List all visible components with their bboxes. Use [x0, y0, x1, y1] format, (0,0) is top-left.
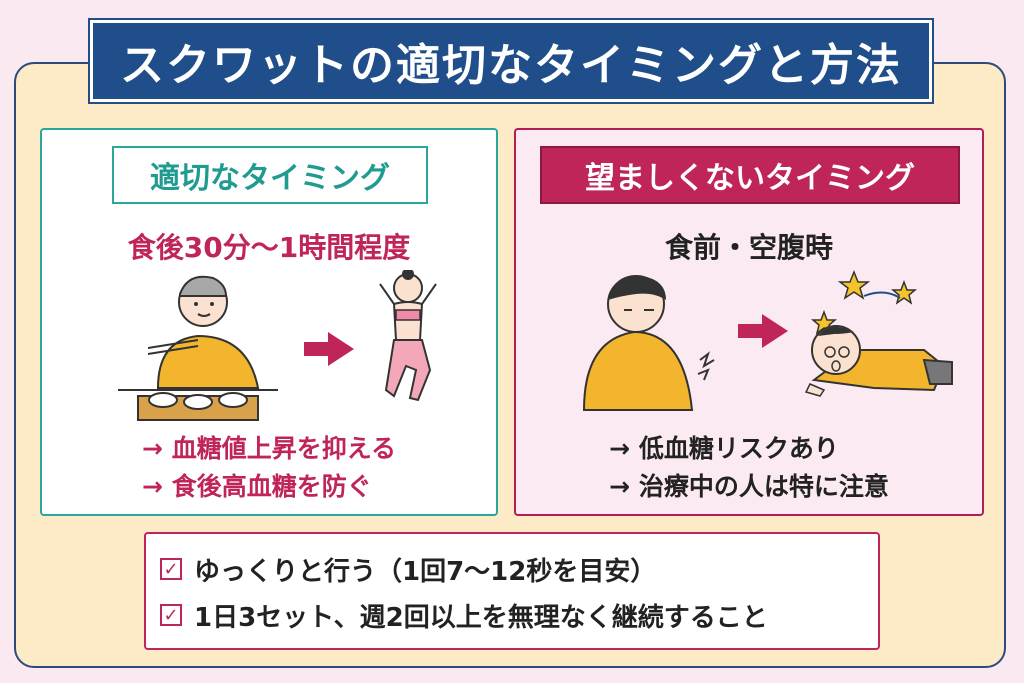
eating-man-to-squat-illustration [118, 270, 437, 421]
bullet-item: → 血糖値上昇を抑える [142, 434, 396, 463]
arrow-right-icon [738, 314, 788, 348]
undesirable-timing-bullets: → 低血糖リスクあり → 治療中の人は特に注意 [516, 430, 982, 506]
appropriate-timing-tag: 適切なタイミング [112, 146, 428, 204]
hungry-man-illustration [582, 275, 715, 411]
hungry-man-to-collapse-illustration [582, 270, 953, 411]
appropriate-timing-panel: 適切なタイミング 食後30分〜1時間程度 [40, 128, 498, 516]
checklist-item: ✓ ゆっくりと行う（1回7〜12秒を目安） [160, 546, 864, 592]
eating-man-illustration [118, 275, 278, 421]
bullet-item: → 低血糖リスクあり [609, 434, 839, 463]
bullet-item: → 食後高血糖を防ぐ [142, 472, 372, 501]
checkbox-checked-icon: ✓ [160, 558, 182, 580]
bullet-item: → 治療中の人は特に注意 [609, 472, 889, 501]
method-checklist: ✓ ゆっくりと行う（1回7〜12秒を目安） ✓ 1日3セット、週2回以上を無理な… [144, 532, 880, 650]
checklist-item: ✓ 1日3セット、週2回以上を無理なく継続すること [160, 592, 864, 638]
checklist-item-text: 1日3セット、週2回以上を無理なく継続すること [194, 602, 768, 633]
squatting-woman-illustration [379, 270, 437, 402]
appropriate-timing-subtitle: 食後30分〜1時間程度 [127, 231, 411, 264]
appropriate-timing-bullets: → 血糖値上昇を抑える → 食後高血糖を防ぐ [42, 430, 496, 506]
checkbox-checked-icon: ✓ [160, 604, 182, 626]
undesirable-timing-subtitle: 食前・空腹時 [664, 231, 833, 264]
page-title: スクワットの適切なタイミングと方法 [120, 40, 902, 91]
collapsed-man-illustration [804, 270, 953, 397]
arrow-right-icon [304, 332, 354, 366]
title-banner: スクワットの適切なタイミングと方法 [90, 20, 932, 102]
undesirable-timing-tag: 望ましくないタイミング [540, 146, 960, 204]
undesirable-timing-panel: 望ましくないタイミング 食前・空腹時 [514, 128, 984, 516]
checklist-item-text: ゆっくりと行う（1回7〜12秒を目安） [194, 556, 657, 587]
